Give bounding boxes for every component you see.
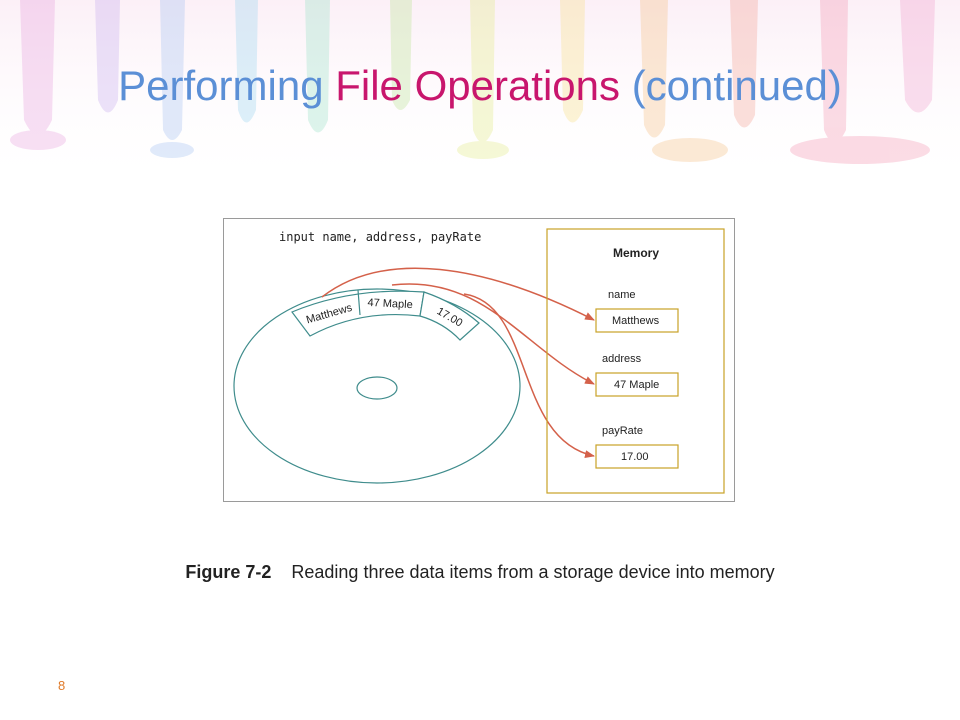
disk-platter — [233, 288, 521, 484]
title-part-3: (continued) — [620, 62, 842, 109]
slide-title: Performing File Operations (continued) — [0, 62, 960, 110]
var-box-name — [595, 308, 679, 333]
var-label-name: name — [608, 289, 636, 301]
figure-caption: Figure 7-2 Reading three data items from … — [0, 562, 960, 583]
arrow-name — [321, 267, 595, 321]
var-box-address — [595, 372, 679, 397]
figure-diagram: input name, address, payRate Matthews 47… — [223, 218, 735, 502]
arrow-address — [391, 283, 595, 385]
input-statement: input name, address, payRate — [279, 230, 481, 244]
var-value-address: 47 Maple — [614, 379, 659, 391]
disk-record-address: 47 Maple — [367, 297, 413, 311]
caption-text: Reading three data items from a storage … — [291, 562, 775, 582]
memory-panel — [546, 228, 725, 494]
slide-number: 8 — [58, 678, 66, 693]
disk-spindle — [356, 376, 398, 400]
figure-svg: input name, address, payRate Matthews 47… — [233, 228, 725, 494]
var-box-payrate — [595, 444, 679, 469]
var-label-address: address — [602, 353, 642, 365]
decorative-banner — [0, 0, 960, 190]
var-value-name: Matthews — [612, 315, 660, 327]
arrow-payrate — [463, 293, 595, 459]
disk-record-band: Matthews 47 Maple 17.00 — [291, 289, 480, 341]
caption-number: Figure 7-2 — [185, 562, 272, 582]
title-part-1: Performing — [118, 62, 336, 109]
memory-title: Memory — [613, 246, 659, 260]
title-accent: File Operations — [335, 62, 621, 109]
var-label-payrate: payRate — [602, 425, 643, 437]
var-value-payrate: 17.00 — [621, 451, 649, 463]
